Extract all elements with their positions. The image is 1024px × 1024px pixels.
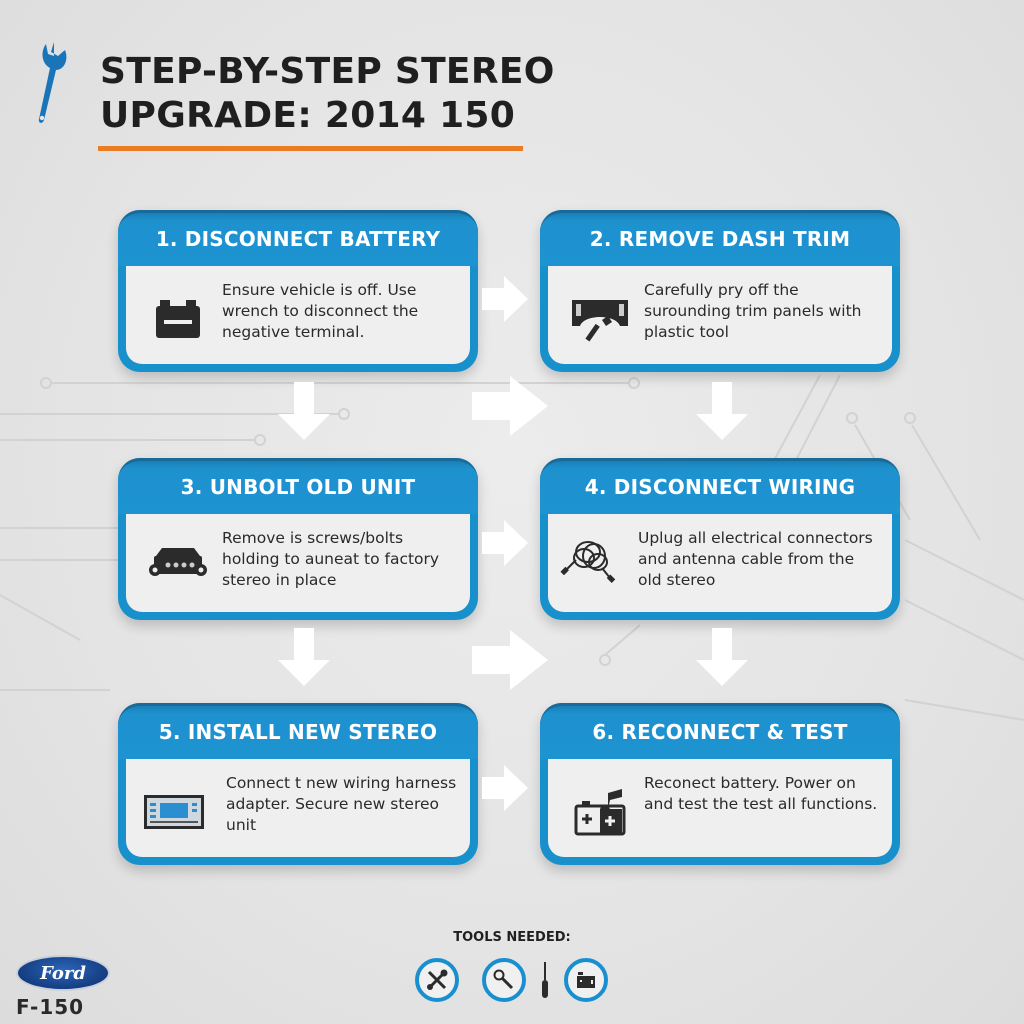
arrow-down-icon (278, 628, 330, 686)
arrow-right-icon (482, 765, 528, 811)
step-description: Ensure vehicle is off. Use wrench to dis… (222, 281, 419, 341)
stereo-unit-bolts-icon (149, 548, 207, 576)
title-underline (98, 146, 523, 151)
arrow-down-icon (696, 628, 748, 686)
step-title: 2. REMOVE DASH TRIM (589, 227, 851, 251)
step-card-5: 5. INSTALL NEW STEREO Connect t new wiri… (118, 703, 478, 865)
page-title: STEP-BY-STEP STEREO UPGRADE: 2014 150 (100, 50, 620, 138)
trim-tool-icon (577, 972, 595, 988)
step-body: Uplug all electrical connectors and ante… (548, 514, 892, 612)
arrow-right-icon (482, 520, 528, 566)
step-body: Connect t new wiring harness adapter. Se… (126, 759, 470, 857)
tool-wrench-screwdriver (415, 958, 459, 1002)
step-title: 6. RECONNECT & TEST (592, 720, 848, 744)
arrow-right-icon (482, 276, 528, 322)
step-body: Remove is screws/bolts holding to auneat… (126, 514, 470, 612)
socket-wrench-icon (493, 969, 514, 990)
ford-logo-text: Ford (40, 962, 86, 984)
arrow-right-icon (472, 376, 548, 436)
step-card-2: 2. REMOVE DASH TRIM Carefully pry off th… (540, 210, 900, 372)
arrow-down-icon (278, 382, 330, 440)
ford-logo: Ford (16, 955, 110, 991)
step-description: Remove is screws/bolts holding to auneat… (222, 529, 440, 589)
step-header: 5. INSTALL NEW STEREO (118, 703, 478, 759)
step-title: 5. INSTALL NEW STEREO (158, 720, 438, 744)
brand-logo: Ford F-150 (16, 955, 112, 1019)
step-body: Ensure vehicle is off. Use wrench to dis… (126, 266, 470, 364)
wiring-cable-icon (560, 541, 616, 583)
battery-icon (156, 300, 200, 338)
step-header: 4. DISCONNECT WIRING (540, 458, 900, 514)
step-title: 4. DISCONNECT WIRING (584, 475, 856, 499)
title-line-2: UPGRADE: 2014 150 (100, 95, 516, 136)
step-body: Carefully pry off the surounding trim pa… (548, 266, 892, 364)
step-body: Reconect battery. Power on and test the … (548, 759, 892, 857)
model-name: F-150 (16, 995, 85, 1019)
step-title: 3. UNBOLT OLD UNIT (180, 475, 416, 499)
step-description: Uplug all electrical connectors and ante… (638, 529, 873, 589)
arrow-down-icon (696, 382, 748, 440)
dash-trim-pry-tool-icon (572, 300, 628, 342)
screwdriver-icon (542, 962, 548, 998)
step-header: 1. DISCONNECT BATTERY (118, 210, 478, 266)
step-description: Carefully pry off the surounding trim pa… (644, 281, 862, 341)
step-title: 1. DISCONNECT BATTERY (155, 227, 441, 251)
step-description: Reconect battery. Power on and test the … (644, 774, 878, 813)
step-header: 3. UNBOLT OLD UNIT (118, 458, 478, 514)
step-card-4: 4. DISCONNECT WIRING Uplug all electrica… (540, 458, 900, 620)
title-line-1: STEP-BY-STEP STEREO (100, 51, 555, 92)
new-stereo-icon (144, 795, 204, 829)
tool-trim-kit (564, 958, 608, 1002)
step-description: Connect t new wiring harness adapter. Se… (226, 774, 457, 834)
tool-socket-wrench (482, 958, 526, 1002)
step-card-1: 1. DISCONNECT BATTERY Ensure vehicle is … (118, 210, 478, 372)
step-header: 2. REMOVE DASH TRIM (540, 210, 900, 266)
tools-label: TOOLS NEEDED: (453, 930, 571, 945)
step-card-3: 3. UNBOLT OLD UNIT Remove is screws/bolt… (118, 458, 478, 620)
step-header: 6. RECONNECT & TEST (540, 703, 900, 759)
wrench-icon (38, 42, 67, 123)
arrow-right-icon (472, 630, 548, 690)
wrench-screwdriver-icon (427, 969, 448, 990)
battery-music-icon (574, 789, 626, 836)
step-card-6: 6. RECONNECT & TEST Reconect battery. Po… (540, 703, 900, 865)
